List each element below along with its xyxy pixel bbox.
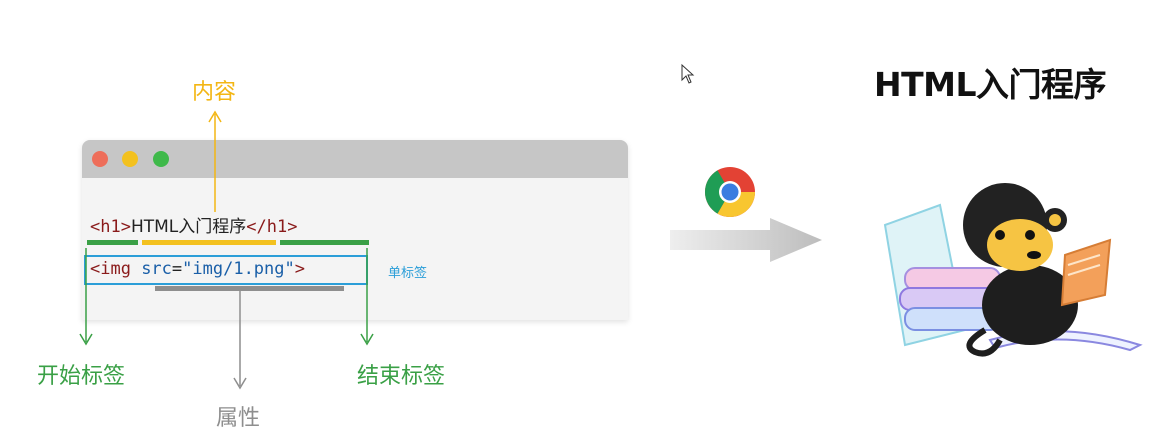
h1-open-tag: <h1> [90,217,131,237]
end-tag-underline [280,240,369,245]
single-tag-label: 单标签 [388,266,428,281]
img-attr-equals: = [171,259,183,279]
content-underline [142,240,276,245]
start-tag-underline [87,240,138,245]
chrome-icon [705,167,755,217]
single-tag-highlight-box [84,255,368,285]
start-tag-arrow-head [79,333,93,346]
content-arrow-head [208,110,222,123]
result-page-title: HTML入门程序 [874,65,1107,104]
h1-content-text: HTML入门程序 [130,217,247,237]
img-attr-value: "img/1.png" [182,259,295,279]
minimize-dot-icon [122,151,138,167]
end-tag-label: 结束标签 [357,364,446,389]
img-close-bracket: > [294,259,305,279]
content-label: 内容 [192,80,237,105]
h1-close-tag: </h1> [246,217,298,237]
h1-code-line: <h1>HTML入门程序</h1> [90,215,297,239]
monkey-reading-book-illustration [883,183,1143,357]
end-tag-arrow-head [360,333,374,346]
mouse-cursor-icon [681,63,695,84]
img-open-tag: <img [90,259,142,279]
render-arrow [670,218,822,262]
attribute-label: 属性 [216,406,261,431]
img-attr-name: src [141,259,172,279]
close-dot-icon [92,151,108,167]
img-code-line: <img src="img/1.png"> [90,257,305,281]
start-tag-label: 开始标签 [37,364,126,389]
browser-titlebar [82,140,628,178]
maximize-dot-icon [153,151,169,167]
attribute-underline [155,286,344,291]
attribute-arrow-head [233,377,247,390]
